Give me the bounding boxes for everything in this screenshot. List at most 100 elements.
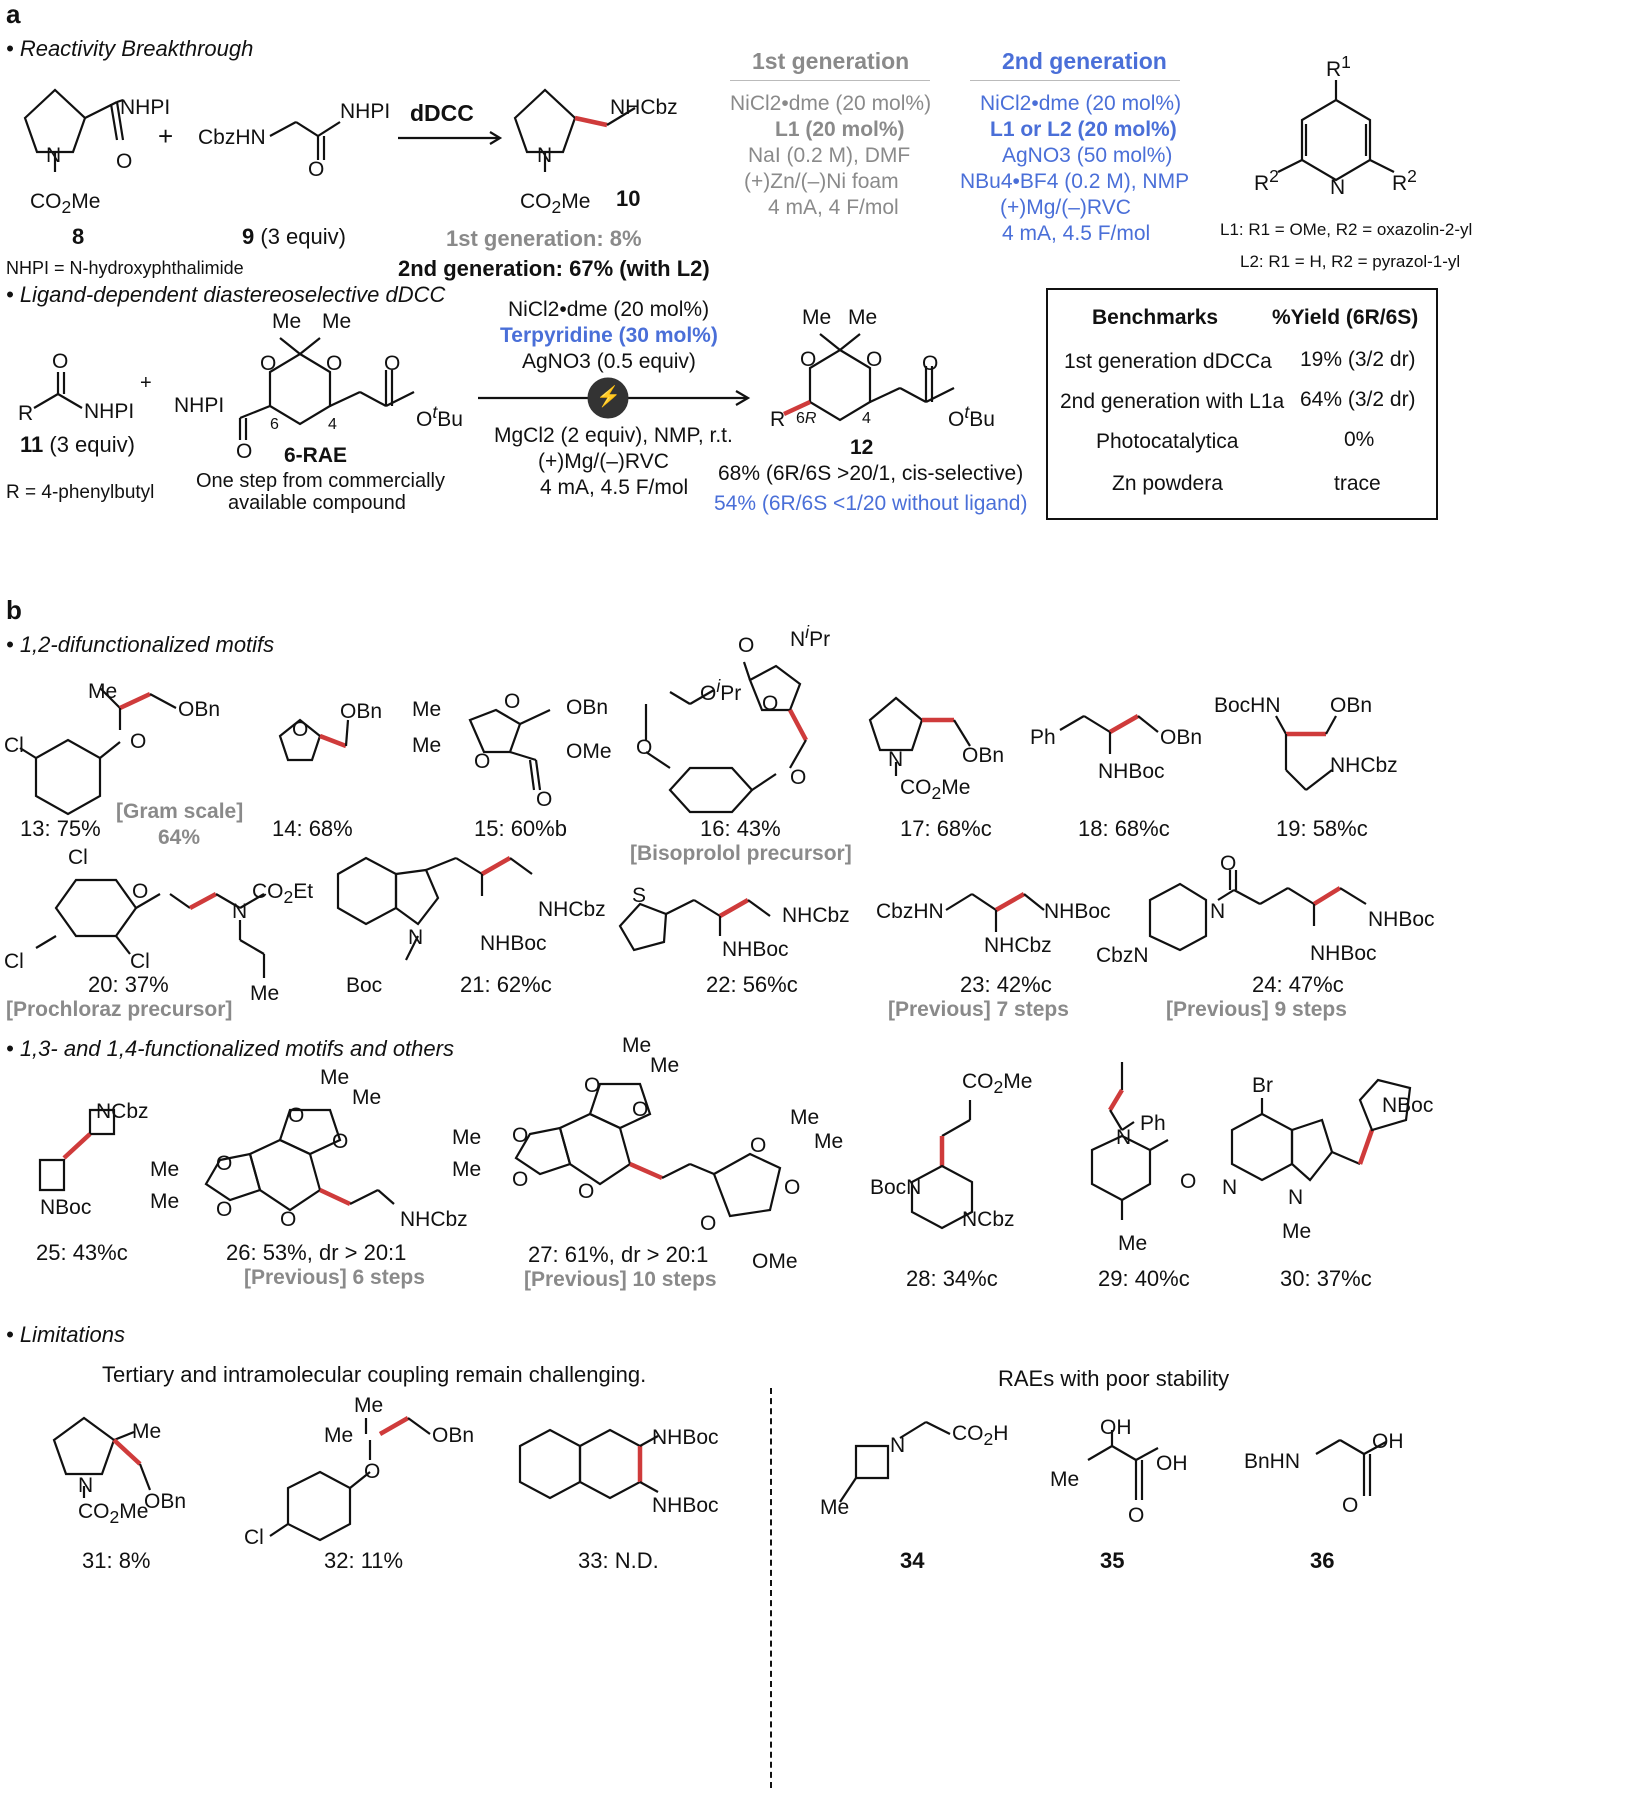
atom-nhboc-23: NHBoc: [1044, 900, 1111, 923]
label-20: 20: 37%: [88, 972, 169, 997]
atom-bocn-28: BocN: [870, 1176, 922, 1199]
atom-o-27-3: O: [512, 1124, 529, 1147]
nhpi-definition: NHPI = N-hydroxyphthalimide: [6, 258, 244, 278]
note-26: [Previous] 6 steps: [244, 1266, 425, 1289]
structure-11: [33, 372, 83, 409]
bench-row3-label: Photocatalytica: [1096, 430, 1239, 453]
atom-cl-20-3: Cl: [130, 950, 150, 973]
atom-n-29: N: [1116, 1126, 1132, 1149]
structure-35: [1087, 1430, 1159, 1500]
structure-6-rae: [238, 337, 415, 440]
structure-12: [783, 333, 955, 422]
atom-n-pyr: N: [1330, 176, 1346, 199]
gen1-line-5: 4 mA, 4 F/mol: [768, 196, 899, 219]
atom-ncbz-28: NCbz: [962, 1208, 1015, 1231]
label-27: 27: 61%, dr > 20:1: [528, 1242, 709, 1267]
atom-nhpi-rae: NHPI: [174, 394, 225, 417]
atom-co2me-28: CO2Me: [962, 1070, 1033, 1098]
atom-o-14: O: [292, 718, 309, 741]
bench-row4-label: Zn powdera: [1112, 472, 1223, 495]
label-14: 14: 68%: [272, 816, 353, 841]
reaction-arrow-1: [398, 131, 503, 145]
atom-nhcbz-22: NHCbz: [782, 904, 850, 927]
bench-row2-val: 64% (3/2 dr): [1300, 388, 1416, 411]
atom-me-rae-2: Me: [322, 310, 352, 333]
structure-24: [1148, 870, 1367, 952]
atom-ome-27: OMe: [752, 1250, 798, 1273]
atom-o-12-1: O: [800, 348, 817, 371]
structure-16: [644, 661, 808, 814]
label-29: 29: 40%c: [1098, 1266, 1190, 1291]
atom-nhcbz-26: NHCbz: [400, 1208, 468, 1231]
gen1-title: 1st generation: [752, 48, 910, 74]
cond-bottom-2: (+)Mg/(–)RVC: [538, 450, 669, 473]
structure-19: [1275, 715, 1337, 791]
atom-me-34: Me: [820, 1496, 850, 1519]
locant-6r: 6R: [796, 410, 817, 427]
atom-me-12-1: Me: [802, 306, 832, 329]
atom-cbzhn-23: CbzHN: [876, 900, 944, 923]
atom-r-11: R: [18, 402, 34, 425]
atom-me-30: Me: [1282, 1220, 1312, 1243]
bench-row4-val: trace: [1334, 472, 1381, 495]
gen2-line-5: (+)Mg/(–)RVC: [1000, 196, 1131, 219]
gen1-rule: [730, 80, 930, 81]
section-12-difunc: • 1,2-difunctionalized motifs: [6, 632, 275, 657]
atom-otbu-12: OtBu: [948, 402, 995, 431]
atom-me-26-4: Me: [150, 1190, 180, 1213]
locant-6: 6: [270, 416, 279, 433]
atom-n-10: N: [537, 144, 553, 167]
atom-o-rae-2: O: [326, 352, 343, 375]
atom-nhcbz-10: NHCbz: [610, 96, 678, 119]
atom-obn-17: OBn: [962, 744, 1005, 767]
atom-o-16-2: O: [762, 692, 779, 715]
atom-o-27-4: O: [512, 1168, 529, 1191]
ligand-L1: L1: R1 = OMe, R2 = oxazolin-2-yl: [1220, 220, 1473, 239]
structure-33: [518, 1428, 659, 1500]
note-27: [Previous] 10 steps: [524, 1268, 717, 1291]
note-24: [Previous] 9 steps: [1166, 998, 1347, 1021]
label-31: 31: 8%: [82, 1548, 151, 1573]
atom-o-26-1: O: [288, 1104, 305, 1127]
result-12b: 54% (6R/6S <1/20 without ligand): [714, 492, 1028, 515]
atom-r2-left: R2: [1254, 166, 1279, 195]
atom-nhboc-18: NHBoc: [1098, 760, 1165, 783]
atom-me-rae-1: Me: [272, 310, 302, 333]
structure-9: [269, 121, 341, 160]
atom-me-32-1: Me: [354, 1394, 384, 1417]
atom-nhpi-9: NHPI: [340, 100, 391, 123]
atom-me-15-2: Me: [412, 734, 442, 757]
atom-o-27-2: O: [632, 1098, 649, 1121]
atom-me-27-3: Me: [452, 1126, 482, 1149]
arrow-label-ddcc: dDCC: [410, 100, 474, 126]
atom-co2me-17: CO2Me: [900, 776, 971, 804]
bench-row1-label: 1st generation dDCCa: [1064, 350, 1272, 373]
atom-o-24: O: [1220, 852, 1237, 875]
atom-obn-18: OBn: [1160, 726, 1203, 749]
atom-me-12-2: Me: [848, 306, 878, 329]
atom-me-26-1: Me: [320, 1066, 350, 1089]
label-22: 22: 56%c: [706, 972, 798, 997]
cond-bottom-3: 4 mA, 4.5 F/mol: [540, 476, 689, 499]
atom-n-17: N: [888, 748, 904, 771]
label-21: 21: 62%c: [460, 972, 552, 997]
cond-top-1: NiCl2•dme (20 mol%): [508, 298, 710, 321]
structure-15: [468, 708, 551, 791]
atom-co2me-31: CO2Me: [78, 1500, 149, 1528]
rae-note-2: available compound: [228, 492, 406, 514]
label-8: 8: [72, 224, 85, 249]
atom-me-27-2: Me: [650, 1054, 680, 1077]
section-ligand: • Ligand-dependent diastereoselective dD…: [6, 282, 446, 307]
atom-n-30-2: N: [1288, 1186, 1304, 1209]
cond-top-2: Terpyridine (30 mol%): [500, 324, 718, 347]
atom-o-9: O: [308, 158, 325, 181]
plus-sign-2: +: [140, 372, 152, 394]
label-17: 17: 68%c: [900, 816, 992, 841]
structure-14: [278, 718, 350, 762]
r-definition: R = 4-phenylbutyl: [6, 482, 155, 503]
label-10: 10: [616, 186, 641, 211]
atom-nhpi-8: NHPI: [120, 96, 171, 119]
atom-o-26-5: O: [280, 1208, 297, 1231]
atom-me-13: Me: [88, 680, 118, 703]
atom-me-26-2: Me: [352, 1086, 382, 1109]
